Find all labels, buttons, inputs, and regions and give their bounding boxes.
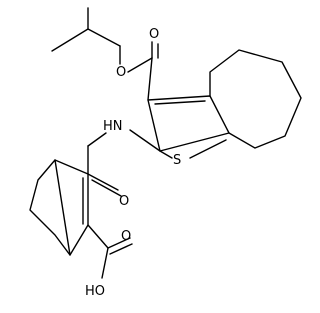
bicyclic-outer — [29, 159, 89, 256]
amide-oxygen-label: O — [119, 194, 129, 209]
acid-hydroxyl-label: HO — [85, 284, 105, 299]
amide-nh-label: HN — [103, 119, 123, 134]
sulfur-label: S — [173, 153, 181, 168]
c2-to-nh-bond — [129, 129, 161, 152]
acid-c-oh-bond — [101, 247, 109, 279]
thiophene-double-bond — [154, 100, 206, 105]
bicyclic-bridge — [54, 159, 71, 256]
amide-c-o-double-bond-2 — [91, 179, 122, 197]
isopropyl-bond — [51, 28, 121, 52]
acid-oxygen-label: O — [121, 229, 131, 244]
ester-oxygen-single-label: O — [116, 65, 126, 80]
bond-lines — [29, 7, 302, 279]
ester-to-ring-bond — [147, 57, 153, 101]
cycloheptane-ring — [209, 49, 302, 149]
acid-c-o-double-bond — [107, 237, 131, 249]
acid-c-bond — [87, 224, 109, 249]
thiophene-to-s-bond — [189, 139, 227, 159]
acid-c-o-double-bond-2 — [109, 243, 133, 255]
amide-c-o-double-bond — [87, 173, 119, 191]
nh-to-carbonyl-bond — [87, 132, 107, 147]
ester-oxygen-carbonyl-label: O — [149, 27, 159, 42]
ester-o-to-carbonyl-bond — [127, 57, 153, 73]
c2-to-s-bond — [159, 150, 173, 159]
molecule-structure: O O HN S O O HO — [29, 7, 302, 299]
